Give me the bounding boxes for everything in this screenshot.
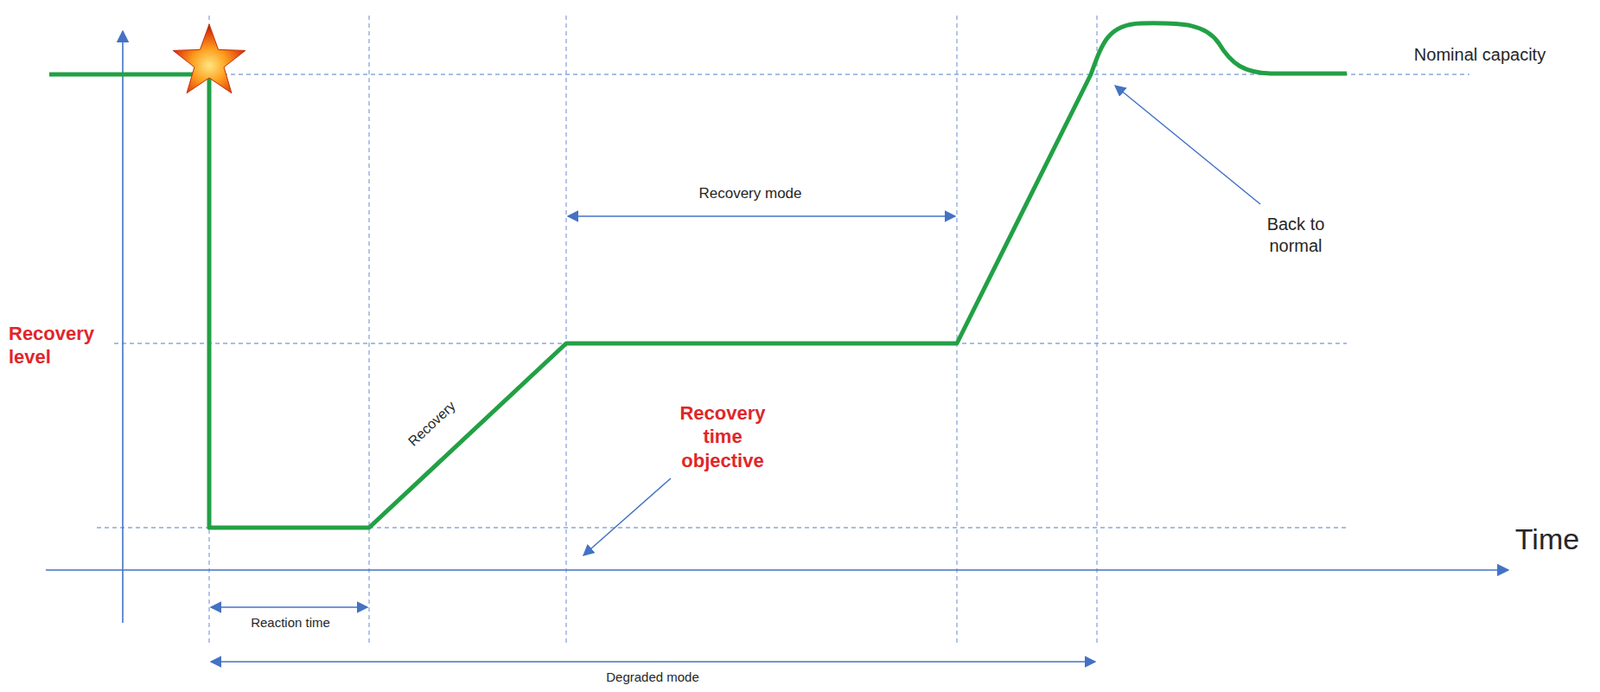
leader-arrow <box>1115 85 1261 204</box>
time-guide <box>956 15 957 644</box>
span-arrow <box>210 660 1096 663</box>
time-guide <box>565 15 567 644</box>
span-arrow <box>567 215 956 217</box>
leader-arrow <box>583 478 671 555</box>
guide-lines <box>96 15 1470 644</box>
curve-label: Recovery <box>403 395 461 451</box>
span-label: Degraded mode <box>604 669 702 686</box>
x-axis <box>45 568 1509 571</box>
time-guide <box>368 15 370 644</box>
incident-star <box>172 24 246 94</box>
callout-note: Back to normal <box>1257 213 1334 257</box>
y-axis <box>121 31 124 623</box>
capacity-curve <box>49 23 1347 528</box>
callout-note: Recovery time objective <box>665 401 780 473</box>
axis-title: Time <box>1513 520 1581 558</box>
axis-label: Recovery level <box>6 321 108 370</box>
span-arrow <box>210 605 368 608</box>
span-label: Reaction time <box>248 614 332 632</box>
phase-label: Recovery mode <box>696 184 804 203</box>
time-guide <box>1096 15 1097 644</box>
axis-note: Nominal capacity <box>1412 44 1548 66</box>
